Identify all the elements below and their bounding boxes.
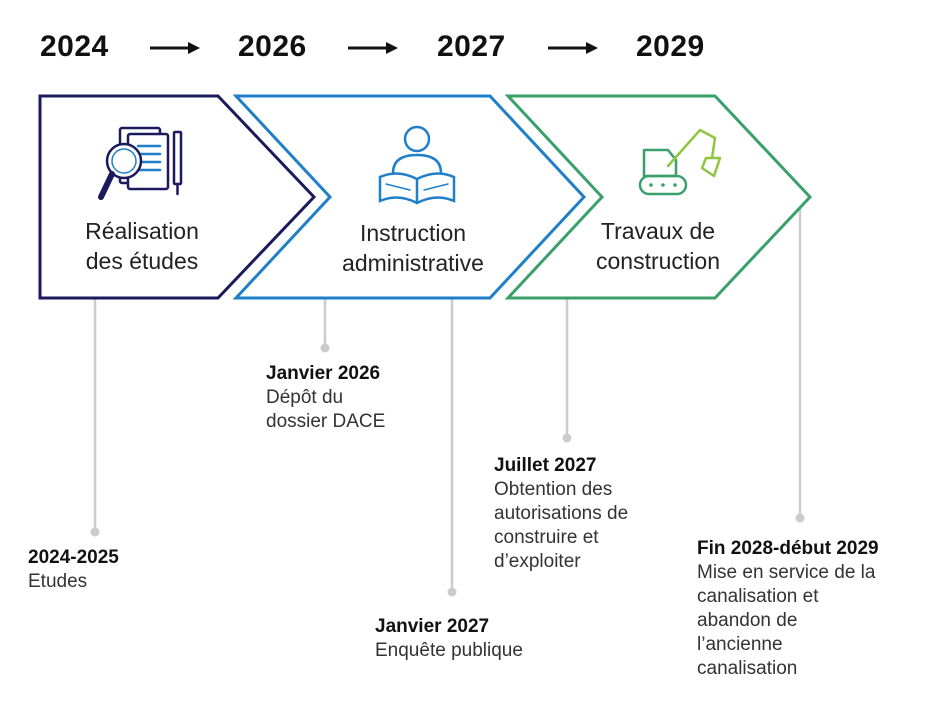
event-description: Enquête publique	[375, 640, 523, 661]
year-2027: 2027	[437, 30, 506, 63]
phase-label-travaux: Travaux de construction	[595, 218, 720, 274]
event-autorisations: Juillet 2027 Obtention des autorisations…	[494, 454, 628, 574]
phase-chevron-etudes	[38, 94, 317, 300]
phase-chevron-travaux	[504, 94, 813, 300]
connector-dot	[562, 433, 572, 443]
arrow-right-icon	[548, 42, 598, 54]
connector-dot	[90, 527, 100, 537]
event-date: Janvier 2027	[375, 616, 490, 637]
year-2026: 2026	[238, 30, 307, 63]
connector-dot	[320, 343, 330, 353]
arrow-right-icon	[150, 42, 200, 54]
event-date: 2024-2025	[28, 547, 119, 568]
year-2024: 2024	[40, 30, 109, 63]
event-date: Fin 2028-début 2029	[697, 538, 879, 559]
event-date: Janvier 2026	[266, 363, 381, 384]
timeline-connectors	[93, 196, 802, 592]
person-reading-icon	[378, 125, 456, 205]
event-depot-dace: Janvier 2026 Dépôt du dossier DACE	[266, 362, 385, 434]
event-description: Etudes	[28, 571, 88, 592]
event-mise-en-service: Fin 2028-début 2029 Mise en service de l…	[697, 537, 879, 681]
document-magnifier-icon	[98, 126, 183, 200]
event-enquete-publique: Janvier 2027 Enquête publique	[375, 615, 523, 663]
year-2029: 2029	[636, 30, 705, 63]
connector-dot	[795, 513, 805, 523]
event-date: Juillet 2027	[494, 455, 597, 476]
phase-label-etudes: Réalisation des études	[85, 218, 199, 274]
phase-label-instruction: Instruction administrative	[342, 220, 484, 276]
event-description: Mise en service de la canalisation et ab…	[697, 562, 876, 679]
event-description: Dépôt du dossier DACE	[266, 387, 386, 432]
event-description: Obtention des autorisations de construir…	[494, 479, 629, 572]
event-etudes: 2024-2025 Etudes	[28, 546, 119, 594]
connector-dot	[447, 587, 457, 597]
arrow-right-icon	[348, 42, 398, 54]
excavator-icon	[638, 128, 722, 196]
